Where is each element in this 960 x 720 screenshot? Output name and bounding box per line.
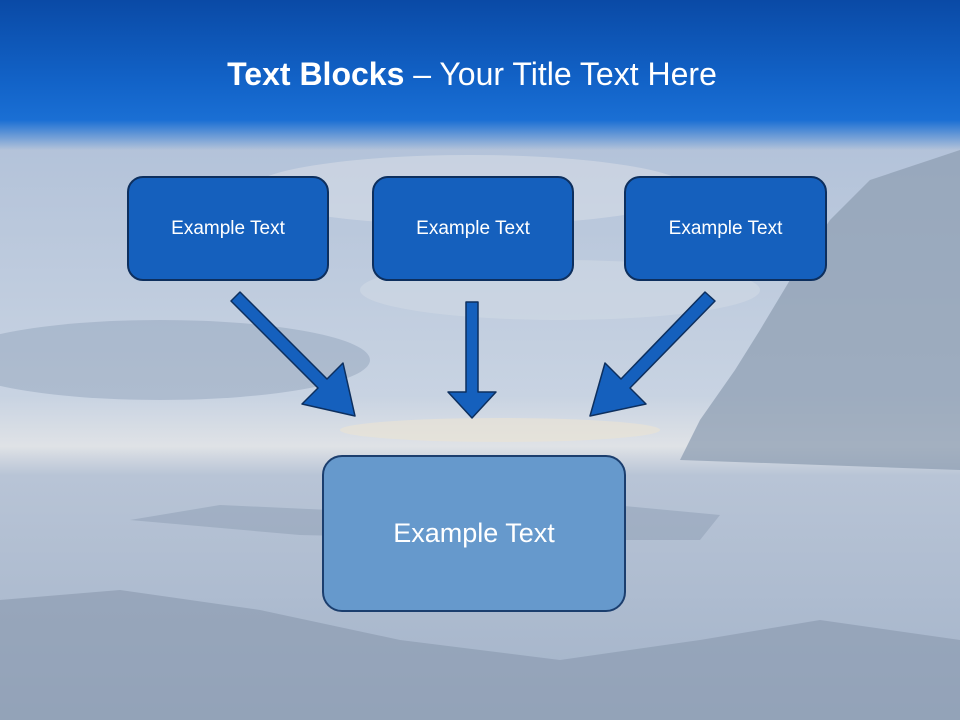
text-block-main[interactable]: Example Text	[322, 455, 626, 612]
arrow-right-diagonal	[589, 291, 716, 417]
text-block-center-label: Example Text	[416, 217, 530, 239]
text-block-main-label: Example Text	[393, 518, 555, 548]
text-block-left[interactable]: Example Text	[127, 176, 329, 281]
title-dash: –	[404, 56, 440, 92]
arrow-center-down	[447, 301, 497, 419]
text-block-center[interactable]: Example Text	[372, 176, 574, 281]
slide-title: Text Blocks – Your Title Text Here	[0, 54, 944, 94]
title-bold-text: Text Blocks	[227, 56, 405, 92]
text-block-left-label: Example Text	[171, 217, 285, 239]
title-bar	[0, 0, 960, 150]
title-rest-text: Your Title Text Here	[439, 56, 717, 92]
arrow-left-diagonal	[230, 291, 356, 417]
text-block-right[interactable]: Example Text	[624, 176, 827, 281]
text-block-right-label: Example Text	[668, 217, 783, 239]
